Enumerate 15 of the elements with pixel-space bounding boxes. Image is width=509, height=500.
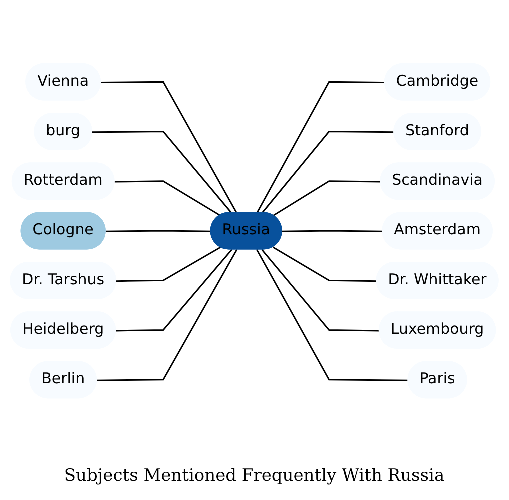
connector (256, 249, 410, 382)
connector (116, 246, 222, 282)
connector (116, 249, 233, 332)
connector (272, 246, 378, 282)
connector (262, 130, 395, 214)
connector (101, 81, 238, 214)
connector (106, 230, 212, 232)
connector (97, 249, 238, 382)
connector (256, 81, 386, 214)
connector (114, 180, 222, 217)
connector (282, 230, 384, 232)
diagram-title: Subjects Mentioned Frequently With Russia (64, 466, 445, 486)
connector (92, 130, 233, 214)
connector (262, 249, 380, 332)
connector (272, 180, 382, 217)
